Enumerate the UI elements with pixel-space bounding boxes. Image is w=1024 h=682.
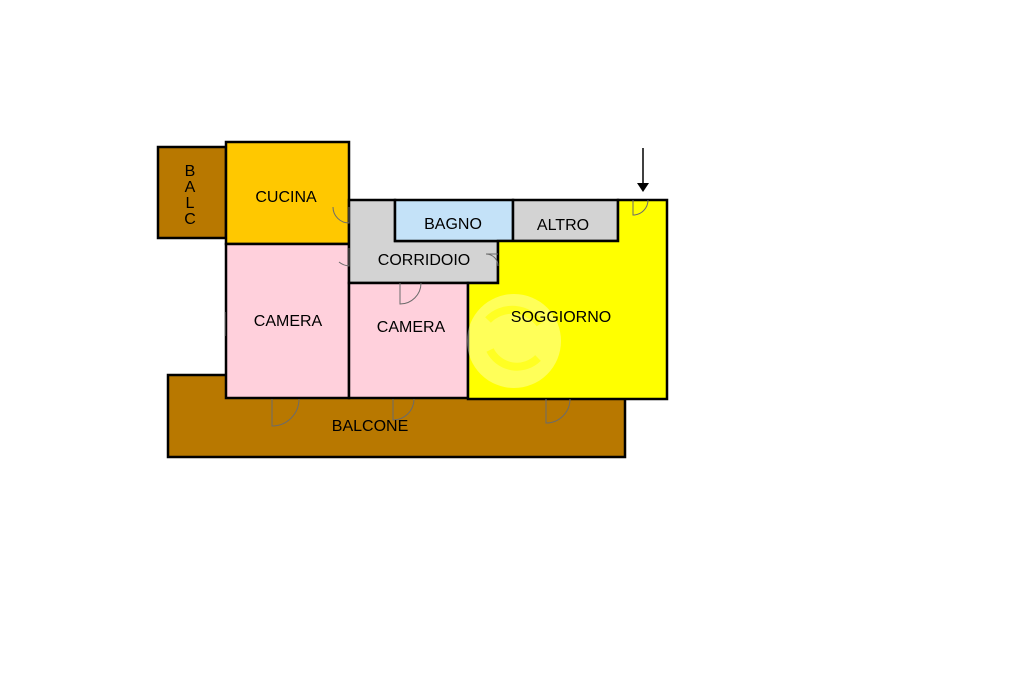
balc-small-letter-1: B [185,163,196,180]
room-altro [511,198,620,243]
entrance-arrow-icon [637,148,649,192]
label-bagno: BAGNO [424,216,482,233]
watermark-logo-icon [467,294,561,388]
label-altro: ALTRO [537,217,589,234]
balc-small-letter-2: A [185,179,196,196]
balc-small-letter-3: L [186,195,195,212]
door-swing-icon [224,199,649,427]
label-cucina: CUCINA [255,189,317,206]
label-corridoio: CORRIDOIO [378,252,470,269]
room-camera-center [347,281,470,400]
label-balcone: BALCONE [332,418,408,435]
label-soggiorno: SOGGIORNO [511,309,611,326]
room-balc-small [156,145,228,240]
balc-small-letter-4: C [184,211,196,228]
label-camera-left: CAMERA [254,313,323,330]
label-camera-center: CAMERA [377,319,446,336]
room-soggiorno [466,198,669,401]
